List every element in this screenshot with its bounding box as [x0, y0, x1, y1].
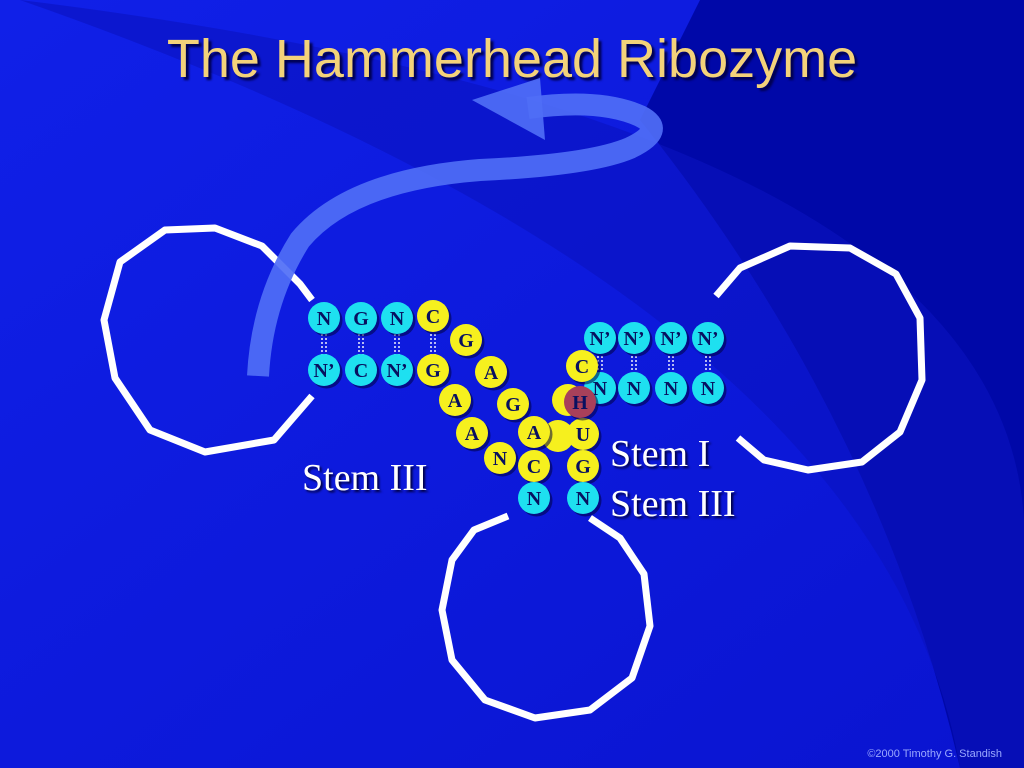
nucleotide-letter: N: [493, 448, 508, 470]
nucleotide-stem-ii: N: [567, 482, 602, 517]
nucleotide-letter: N’: [697, 328, 718, 350]
stem-i-label: Stem I: [610, 433, 711, 475]
nucleotide-letter: N: [390, 308, 405, 330]
stem-i-loop: [713, 242, 926, 474]
nucleotide-core-left: A: [456, 417, 491, 452]
nucleotide-core-left: A: [475, 356, 510, 391]
stem-ii-loop: [438, 512, 654, 722]
nucleotide-letter: N: [593, 378, 608, 400]
nucleotide-core-left: U: [567, 418, 602, 453]
nucleotide-stem-i-bottom: N: [618, 372, 653, 407]
nucleotide-stem-iii-bottom: G: [417, 354, 452, 389]
nucleotide-letter: N’: [313, 360, 334, 382]
nucleotide-stem-iii-top: G: [345, 302, 380, 337]
nucleotide-stem-i-top: N’: [618, 322, 653, 357]
nucleotide-letter: A: [484, 362, 499, 384]
nucleotide-letter: C: [426, 306, 440, 328]
nucleotide-stem-i-top: N’: [584, 322, 619, 357]
nucleotide-core-left: A: [518, 416, 553, 451]
nucleotide-letter: C: [354, 360, 368, 382]
slide-title: The Hammerhead Ribozyme: [166, 29, 858, 89]
nucleotide-core-left: N: [518, 482, 553, 517]
nucleotide-stem-iii-bottom: N’: [381, 354, 416, 389]
nucleotide-stem-i-top: N’: [655, 322, 690, 357]
nucleotide-letter: G: [505, 394, 521, 416]
nucleotide-letter: N: [664, 378, 679, 400]
nucleotide-letter: N’: [386, 360, 407, 382]
nucleotide-core-left: N: [484, 442, 519, 477]
nucleotide-core-left: A: [439, 384, 474, 419]
nucleotide-letter: H: [572, 392, 588, 414]
nucleotide-core-left: C: [518, 450, 553, 485]
nucleotide-stem-iii-top: C: [417, 300, 452, 335]
nucleotide-letter: N: [576, 488, 591, 510]
nucleotide-core-left: G: [567, 450, 602, 485]
stem-iii-label-right: Stem III: [610, 483, 736, 525]
nucleotide-letter: N’: [660, 328, 681, 350]
nucleotide-stem-i-top: N’: [692, 322, 727, 357]
nucleotide-letter: A: [465, 423, 480, 445]
nucleotide-letter: A: [448, 390, 463, 412]
nucleotide-letter: N: [527, 488, 542, 510]
curved-arrow: [247, 78, 663, 377]
cleavage-site-nucleotide: H: [564, 386, 599, 421]
copyright-notice: ©2000 Timothy G. Standish: [867, 748, 1002, 760]
nucleotide-letter: C: [527, 456, 541, 478]
nucleotide-stem-i-bottom: N: [655, 372, 690, 407]
nucleotide-letter: N: [701, 378, 716, 400]
nucleotide-letter: G: [425, 360, 441, 382]
nucleotide-letter: G: [353, 308, 369, 330]
nucleotide-letter: N’: [623, 328, 644, 350]
stem-iii-loop: [100, 224, 315, 456]
nucleotide-stem-i-bottom: N: [692, 372, 727, 407]
nucleotide-stem-iii-top: N: [308, 302, 343, 337]
nucleotide-letter: U: [576, 424, 590, 446]
nucleotide-letter: N’: [589, 328, 610, 350]
stem-iii-label-left: Stem III: [302, 457, 428, 499]
nucleotide-letter: C: [575, 356, 589, 378]
loops: [100, 224, 926, 722]
nucleotide-stem-iii-bottom: N’: [308, 354, 343, 389]
nucleotide-letter: N: [627, 378, 642, 400]
nucleotide-stem-iii-top: N: [381, 302, 416, 337]
nucleotide-letter: G: [458, 330, 474, 352]
nucleotide-letter: N: [317, 308, 332, 330]
nucleotide-letter: G: [575, 456, 591, 478]
nucleotide-stem-iii-bottom: C: [345, 354, 380, 389]
nucleotide-core-left: G: [450, 324, 485, 359]
nucleotide-letter: A: [527, 422, 542, 444]
nucleotide-core-left: G: [497, 388, 532, 423]
nucleotide-stem-ii: C: [566, 350, 601, 385]
